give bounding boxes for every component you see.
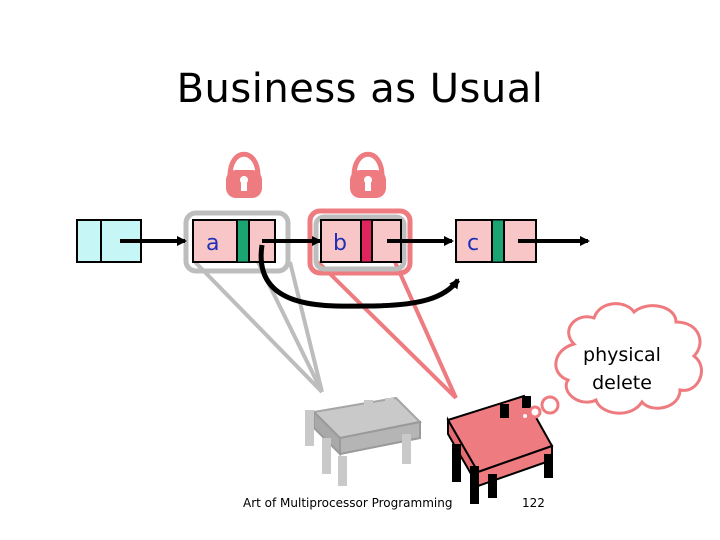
thought-text-line1: physical: [583, 344, 661, 366]
footer-page-number: 122: [522, 496, 545, 510]
thread-icon: [305, 396, 423, 486]
node-c-label: c: [467, 231, 479, 256]
slide-title: Business as Usual: [176, 66, 544, 112]
thought-bubble: [521, 302, 703, 420]
node-a-label: a: [206, 231, 219, 256]
thread-icon: [446, 394, 554, 504]
node-b-label: b: [333, 231, 347, 256]
lock-icon: [226, 151, 262, 198]
gray-thread-pointers: [193, 260, 324, 394]
bypass-arrow-a-to-c: [258, 244, 461, 309]
lock-icon: [350, 151, 386, 198]
footer-course-title: Art of Multiprocessor Programming: [243, 496, 453, 510]
red-thread-pointers: [316, 260, 458, 400]
thought-text-line2: delete: [592, 372, 652, 394]
list-node-head: [76, 219, 142, 263]
